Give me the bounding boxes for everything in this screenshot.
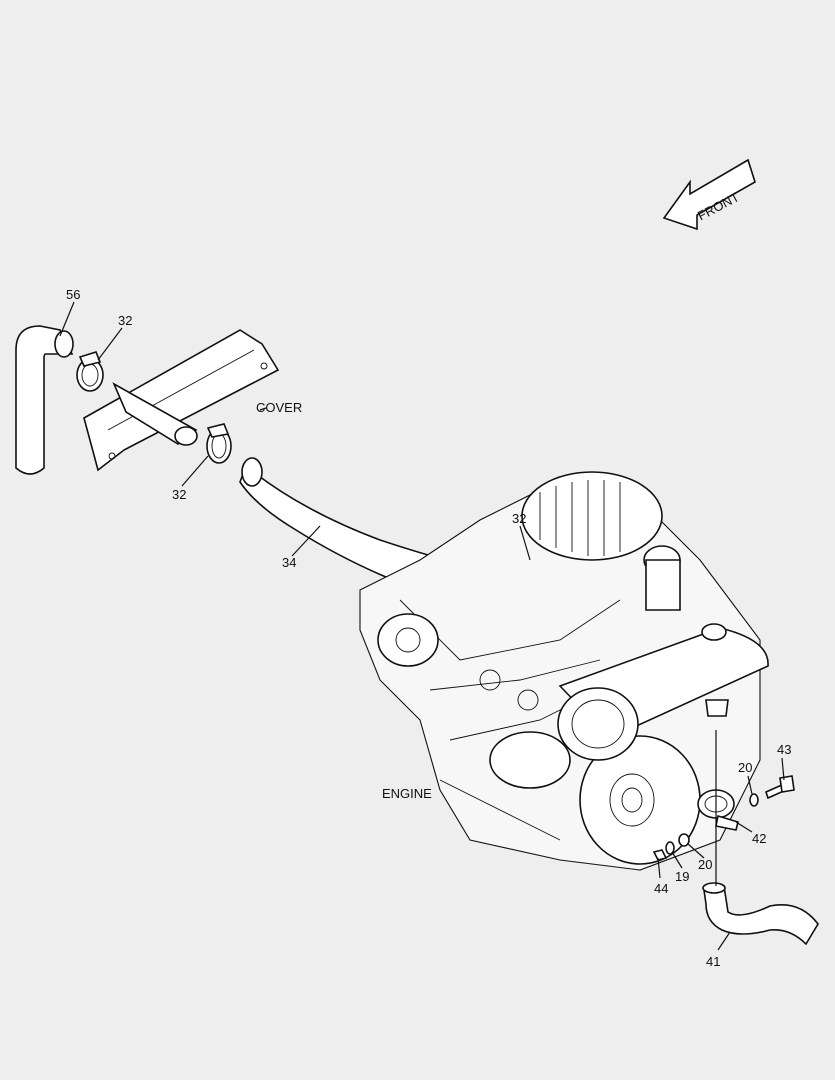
- callout-19: 19: [675, 869, 689, 884]
- callout-32-left: 32: [172, 487, 186, 502]
- leader-lines: [59, 301, 785, 951]
- callout-20-top: 20: [738, 760, 752, 775]
- washer-20-bottom: [678, 833, 690, 847]
- callout-56: 56: [66, 287, 80, 302]
- engine-label: ENGINE: [382, 786, 432, 801]
- hose-clamp-32-left: [206, 423, 232, 464]
- callout-43: 43: [777, 742, 791, 757]
- cover-label: COVER: [256, 400, 302, 415]
- callout-32-right: 32: [512, 511, 526, 526]
- washer-19: [665, 841, 675, 855]
- elbow-pipe-56: [15, 325, 74, 475]
- engine-assembly: [359, 471, 769, 871]
- tail-pipe-41: [702, 882, 819, 946]
- nut-44: [652, 849, 668, 861]
- callout-42: 42: [752, 831, 766, 846]
- callout-41: 41: [706, 954, 720, 969]
- washer-20-top: [749, 793, 759, 807]
- callout-34: 34: [282, 555, 296, 570]
- callout-20-bottom: 20: [698, 857, 712, 872]
- cover-bracket: [83, 329, 280, 472]
- short-pipe: [112, 382, 198, 446]
- callout-44: 44: [654, 881, 668, 896]
- bolt-43: [765, 775, 795, 800]
- callout-32-top: 32: [118, 313, 132, 328]
- hose-clamp-32-top: [76, 351, 104, 392]
- front-arrow: FRONT: [662, 158, 756, 231]
